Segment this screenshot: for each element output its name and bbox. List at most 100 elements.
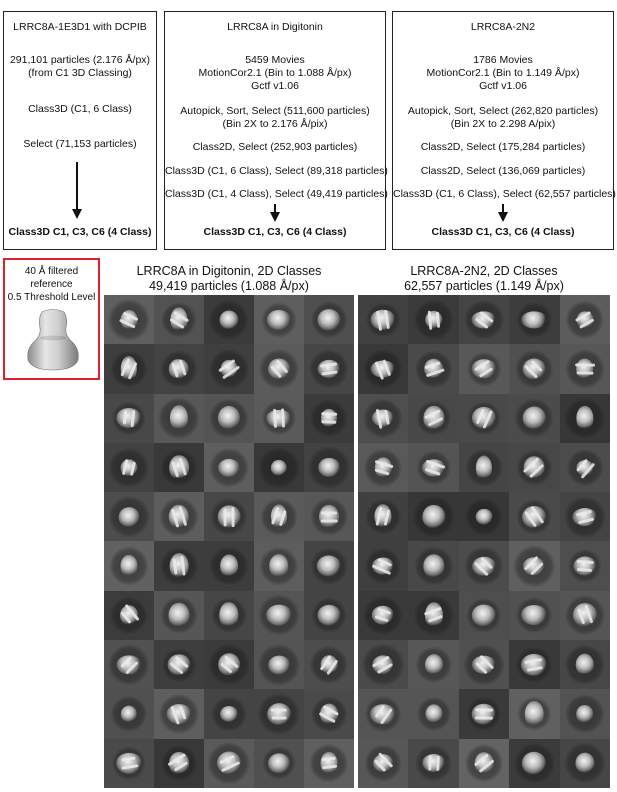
class-average-image — [458, 295, 510, 345]
class-average-image — [254, 738, 304, 788]
class-average-image — [358, 640, 409, 690]
class-average-image — [304, 541, 354, 591]
box-line: Class2D, Select (175,284 particles) — [420, 141, 586, 153]
class-average-image — [254, 492, 304, 542]
workflow-box-digitonin: LRRC8A in Digitonin 5459 Movies MotionCo… — [164, 11, 388, 250]
class-average-image — [559, 738, 610, 788]
class-average-image — [559, 689, 610, 739]
class-average-image — [458, 640, 510, 690]
box-line: Autopick, Sort, Select (511,600 particle… — [180, 105, 370, 117]
panel-subtitle-2n2: 62,557 particles (1.149 Å/px) — [404, 279, 564, 293]
box-line: (Bin 2X to 2.176 Å/pix) — [222, 118, 328, 130]
class-averages-grid-2n2 — [358, 295, 610, 788]
class-average-image — [408, 590, 459, 641]
class-average-image — [104, 541, 154, 591]
class-average-image — [408, 541, 459, 591]
class-average-image — [509, 640, 560, 690]
class-average-image — [458, 442, 510, 493]
class-average-image — [358, 492, 409, 542]
class-average-image — [358, 442, 409, 493]
box-line: (from C1 3D Classing) — [28, 67, 132, 79]
class-average-image — [254, 442, 304, 493]
box-line: MotionCor2.1 (Bin to 1.088 Å/px) — [198, 67, 352, 79]
class-average-image — [204, 492, 254, 542]
class-average-image — [559, 590, 610, 641]
class-average-image — [408, 393, 459, 443]
down-arrow-icon — [72, 162, 82, 219]
class-average-image — [154, 541, 204, 591]
class-average-image — [154, 590, 204, 641]
box-line: 1786 Movies — [473, 54, 533, 66]
box-title: LRRC8A-2N2 — [470, 21, 536, 33]
reference-line: 0.5 Threshold Level — [7, 292, 96, 303]
class-average-image — [509, 295, 560, 345]
class-average-image — [204, 344, 254, 394]
box-line: Class3D (C1, 6 Class), Select (62,557 pa… — [393, 188, 616, 200]
down-arrow-icon — [270, 204, 280, 222]
class-average-image — [408, 442, 459, 493]
class-average-image — [204, 590, 254, 641]
class-average-image — [104, 590, 154, 641]
box-line: 5459 Movies — [245, 54, 305, 66]
class-average-image — [458, 393, 510, 443]
class-average-image — [304, 492, 354, 542]
class-average-image — [154, 640, 204, 690]
box-line: Class3D (C1, 6 Class), Select (89,318 pa… — [165, 165, 388, 177]
class-average-image — [254, 689, 304, 739]
class-average-image — [254, 541, 304, 591]
workflow-box-dcpib: LRRC8A-1E3D1 with DCPIB 291,101 particle… — [3, 11, 157, 250]
class-average-image — [559, 541, 610, 591]
reference-density-map — [27, 309, 79, 371]
class-average-image — [304, 442, 354, 493]
panel-subtitle-digitonin: 49,419 particles (1.088 Å/px) — [149, 279, 309, 293]
class-average-image — [154, 393, 204, 443]
class-average-image — [304, 590, 354, 641]
class-average-image — [408, 689, 459, 739]
class-average-image — [559, 492, 610, 542]
class-average-image — [104, 295, 154, 345]
class-average-image — [104, 393, 154, 443]
class-average-image — [509, 492, 560, 542]
class-average-image — [458, 492, 510, 542]
panel-title-2n2: LRRC8A-2N2, 2D Classes — [410, 264, 558, 278]
class-average-image — [204, 295, 254, 345]
class-average-image — [559, 640, 610, 690]
box-line: Select (71,153 particles) — [23, 138, 137, 150]
class-average-image — [509, 689, 560, 739]
class-average-image — [559, 344, 610, 394]
class-average-image — [254, 344, 304, 394]
class-average-image — [458, 344, 510, 394]
class-average-image — [408, 738, 459, 788]
down-arrow-icon — [498, 204, 508, 222]
panel-title-digitonin: LRRC8A in Digitonin, 2D Classes — [136, 264, 322, 278]
class-average-image — [204, 393, 254, 443]
class-average-image — [104, 492, 154, 542]
workflow-box-2n2: LRRC8A-2N2 1786 Movies MotionCor2.1 (Bin… — [392, 11, 616, 250]
class-average-image — [358, 295, 409, 345]
class-average-image — [509, 344, 560, 394]
box-line: (Bin 2X to 2.298 A/pix) — [450, 118, 556, 130]
class-average-image — [358, 590, 409, 641]
box-result: Class3D C1, C3, C6 (4 Class) — [8, 226, 152, 238]
class-average-image — [559, 295, 610, 345]
box-line: MotionCor2.1 (Bin to 1.149 Å/px) — [426, 67, 580, 79]
reference-line: 40 Å filtered — [24, 266, 79, 277]
class-average-image — [204, 738, 254, 788]
class-average-image — [154, 689, 204, 739]
class-average-image — [304, 393, 354, 443]
class-average-image — [254, 640, 304, 690]
box-result: Class3D C1, C3, C6 (4 Class) — [431, 226, 575, 238]
class-average-image — [204, 442, 254, 493]
class-average-image — [408, 295, 459, 345]
class-average-image — [559, 442, 610, 493]
box-line: Gctf v1.06 — [251, 80, 299, 92]
class-average-image — [204, 541, 254, 591]
class-average-image — [358, 344, 409, 394]
class-average-image — [509, 442, 560, 493]
box-result: Class3D C1, C3, C6 (4 Class) — [203, 226, 347, 238]
class-average-image — [458, 541, 510, 591]
class-average-image — [509, 738, 560, 788]
class-average-image — [358, 738, 409, 788]
class-average-image — [154, 344, 204, 394]
class-average-image — [559, 393, 610, 443]
